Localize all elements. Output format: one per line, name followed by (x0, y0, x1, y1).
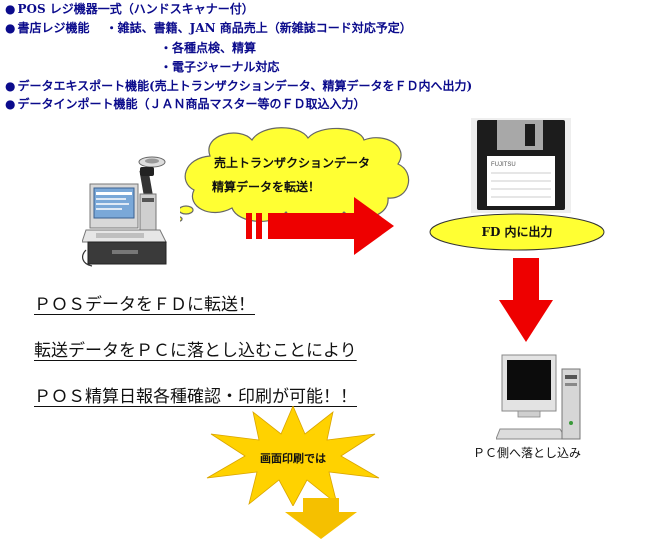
floppy-brand: FUJITSU (491, 162, 516, 168)
feature-bullet: ● (5, 21, 16, 35)
feature-text: 書店レジ機能 ・雑誌、書籍、JAN 商品売上（新雑誌コード対応予定） (17, 21, 412, 35)
feature-text: データインポート機能（ＪＡＮ商品マスター等のＦＤ取込入力） (17, 97, 366, 111)
burst-label: 画面印刷では (260, 452, 326, 465)
statement-transfer: ＰＯＳデータをＦＤに転送！ (34, 295, 255, 315)
print-burst (206, 406, 380, 506)
pos-register-icon (82, 156, 167, 267)
feature-bullet: ● (5, 79, 16, 93)
cloud-line-2: 精算データを転送！ (212, 180, 321, 194)
statement-report: ＰＯＳ精算日報各種確認・印刷が可能！！ (34, 387, 357, 407)
feature-item: ・各種点検、精算 (160, 41, 256, 55)
feature-text: ・各種点検、精算 (160, 41, 257, 55)
feature-text: ・電子ジャーナル対応 (160, 60, 280, 74)
statement-import: 転送データをＰＣに落とし込むことにより (34, 341, 357, 361)
red-down-arrow (499, 258, 553, 342)
fd-output-oval (429, 213, 605, 251)
transfer-cloud (180, 127, 410, 223)
feature-text: POS レジ機器一式（ハンドスキャナー付） (17, 2, 254, 16)
floppy-disk-icon: FUJITSU (471, 118, 571, 213)
fd-output-label: FD 内に出力 (481, 225, 553, 239)
feature-bullet: ● (5, 97, 16, 111)
feature-text: データエキスポート機能(売上トランザクションデータ、精算データをＦＤ内へ出力) (17, 79, 473, 93)
feature-item: ●書店レジ機能 ・雑誌、書籍、JAN 商品売上（新雑誌コード対応予定） (5, 21, 412, 35)
feature-bullet: ● (5, 2, 16, 16)
feature-item: ●データインポート機能（ＪＡＮ商品マスター等のＦＤ取込入力） (5, 97, 366, 111)
pc-label: ＰＣ側へ落とし込み (473, 446, 582, 460)
feature-item: ●POS レジ機器一式（ハンドスキャナー付） (5, 2, 254, 16)
red-right-arrow (246, 197, 394, 255)
cloud-line-1: 売上トランザクションデータ (214, 156, 371, 170)
feature-item: ●データエキスポート機能(売上トランザクションデータ、精算データをＦＤ内へ出力) (5, 79, 472, 93)
feature-item: ・電子ジャーナル対応 (160, 60, 279, 74)
pc-icon (496, 354, 581, 440)
yellow-down-arrow (285, 498, 357, 539)
